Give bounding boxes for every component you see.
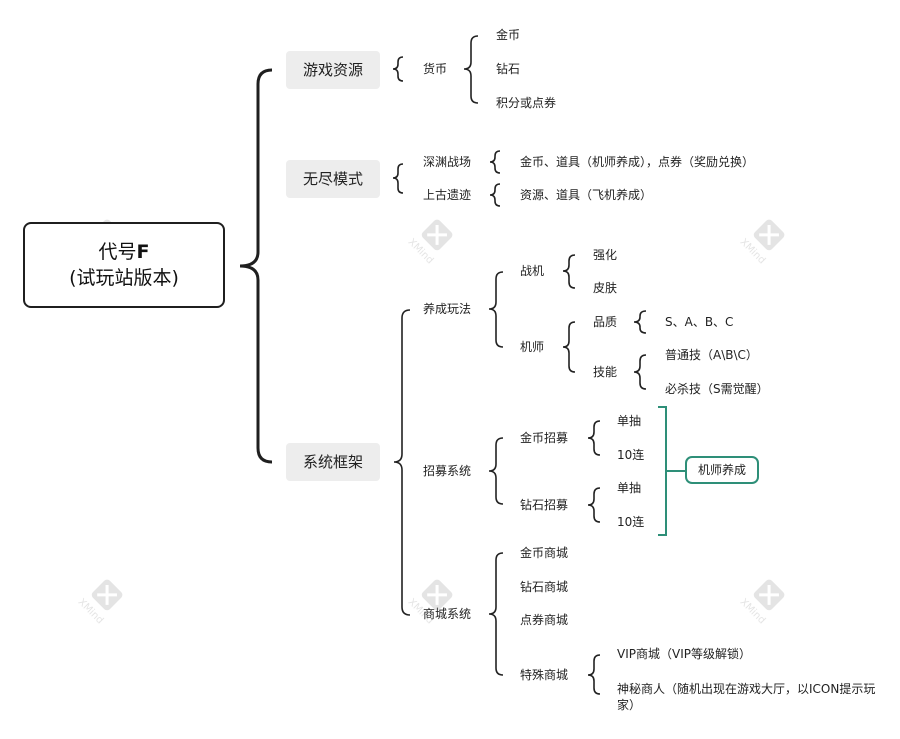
topic-recruit-system[interactable]: 招募系统 xyxy=(423,464,472,478)
brace-cultivation xyxy=(488,271,504,348)
topic-abyss-battlefield[interactable]: 深渊战场 xyxy=(423,155,472,169)
brace-endless xyxy=(392,163,404,194)
topic-quality[interactable]: 品质 xyxy=(593,315,618,329)
topic-diamond[interactable]: 钻石 xyxy=(496,62,521,76)
brace-currency xyxy=(463,35,479,104)
topic-endless-mode[interactable]: 无尽模式 xyxy=(286,160,380,198)
brace-fighter xyxy=(562,254,576,289)
brace-system xyxy=(393,309,411,616)
topic-mystery-merchant[interactable]: 神秘商人（随机出现在游戏大厅，以ICON提示玩家） xyxy=(617,682,876,712)
topic-special-shop[interactable]: 特殊商城 xyxy=(520,668,569,682)
topic-gold-shop[interactable]: 金币商城 xyxy=(520,546,569,560)
topic-quality-grades[interactable]: S、A、B、C xyxy=(665,315,734,329)
xmind-watermark-icon: XMind xyxy=(400,212,460,272)
xmind-watermark-icon: XMind xyxy=(732,572,792,632)
brace-ancient xyxy=(489,183,501,207)
topic-gold[interactable]: 金币 xyxy=(496,28,521,42)
topic-diamond-single[interactable]: 单抽 xyxy=(617,481,642,495)
topic-fighter[interactable]: 战机 xyxy=(520,264,545,278)
brace-abyss xyxy=(489,150,501,174)
root-topic[interactable]: 代号F (试玩站版本) xyxy=(23,222,225,308)
brace-gold-recruit xyxy=(587,420,601,456)
brace-pilot xyxy=(562,321,576,373)
topic-points[interactable]: 积分或点券 xyxy=(496,96,557,110)
brace-skills xyxy=(633,354,647,390)
topic-cultivation[interactable]: 养成玩法 xyxy=(423,302,472,316)
brace-special xyxy=(587,654,601,695)
topic-ultimate-skill[interactable]: 必杀技（S需觉醒） xyxy=(665,382,769,396)
topic-vip-shop[interactable]: VIP商城（VIP等级解锁） xyxy=(617,647,751,661)
xmind-watermark-icon: XMind xyxy=(732,212,792,272)
topic-gold-ten[interactable]: 10连 xyxy=(617,448,645,462)
topic-currency[interactable]: 货币 xyxy=(423,62,448,76)
topic-gold-single[interactable]: 单抽 xyxy=(617,414,642,428)
topic-ancient-reward[interactable]: 资源、道具（飞机养成） xyxy=(520,188,653,202)
topic-skills[interactable]: 技能 xyxy=(593,365,618,379)
topic-abyss-reward[interactable]: 金币、道具（机师养成），点券（奖励兑换） xyxy=(520,155,755,169)
brace-shop xyxy=(488,552,504,676)
topic-coupon-shop[interactable]: 点券商城 xyxy=(520,613,569,627)
topic-normal-skill[interactable]: 普通技（A\B\C） xyxy=(665,348,758,362)
topic-diamond-ten[interactable]: 10连 xyxy=(617,515,645,529)
root-title: 代号F xyxy=(98,241,150,263)
summary-bracket xyxy=(658,406,685,536)
topic-ancient-ruins[interactable]: 上古遗迹 xyxy=(423,188,472,202)
topic-enhance[interactable]: 强化 xyxy=(593,248,618,262)
topic-system-framework[interactable]: 系统框架 xyxy=(286,443,380,481)
topic-shop-system[interactable]: 商城系统 xyxy=(423,607,472,621)
summary-pilot-cultivation[interactable]: 机师养成 xyxy=(685,456,759,484)
topic-pilot[interactable]: 机师 xyxy=(520,340,545,354)
topic-diamond-recruit[interactable]: 钻石招募 xyxy=(520,498,569,512)
root-subtitle: (试玩站版本) xyxy=(69,267,179,289)
brace-resources xyxy=(392,56,404,82)
brace-diamond-recruit xyxy=(587,487,601,523)
xmind-watermark-icon: XMind xyxy=(400,572,460,632)
brace-quality xyxy=(633,310,647,334)
topic-skin[interactable]: 皮肤 xyxy=(593,281,618,295)
brace-recruit xyxy=(488,437,504,505)
topic-gold-recruit[interactable]: 金币招募 xyxy=(520,431,569,445)
root-brace xyxy=(239,68,273,464)
topic-diamond-shop[interactable]: 钻石商城 xyxy=(520,580,569,594)
topic-game-resources[interactable]: 游戏资源 xyxy=(286,51,380,89)
xmind-watermark-icon: XMind xyxy=(70,572,130,632)
